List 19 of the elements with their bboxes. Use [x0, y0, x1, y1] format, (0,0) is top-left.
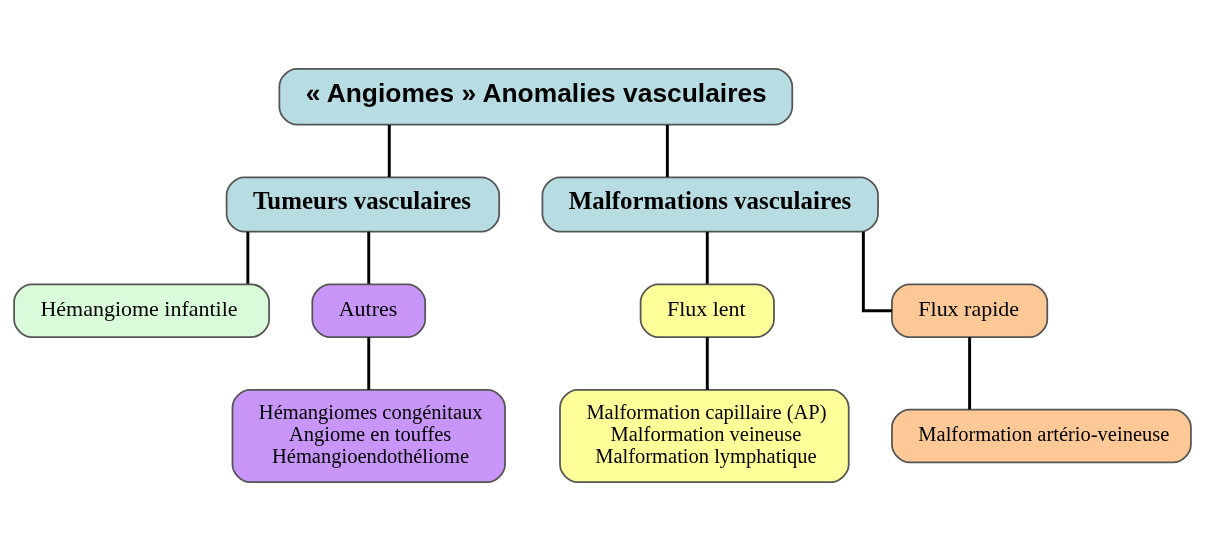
connector	[705, 231, 709, 284]
node-box: Malformation artério-veineuse	[891, 408, 1192, 464]
node-box: Flux rapide	[891, 283, 1049, 338]
node-box: Flux lent	[639, 283, 775, 338]
connector	[387, 125, 391, 178]
node-box: « Angiomes » Anomalies vasculaires	[278, 68, 794, 126]
connector	[367, 337, 371, 390]
node-box: Autres	[311, 283, 427, 338]
node-box: Malformation capillaire (AP) Malformation veineuse Malformation lymphatique	[559, 388, 850, 483]
node-box: Malformations vasculaires	[541, 176, 879, 233]
connector	[705, 337, 709, 390]
connector	[861, 231, 892, 313]
connector	[968, 337, 972, 410]
connector	[246, 231, 250, 284]
connector	[665, 125, 669, 178]
connector	[367, 231, 371, 284]
node-box: Hémangiomes congénitaux Angiome en touffes Hémangioendothéliome	[231, 388, 506, 483]
node-box: Hémangiome infantile	[13, 283, 270, 338]
node-box: Tumeurs vasculaires	[225, 176, 501, 233]
